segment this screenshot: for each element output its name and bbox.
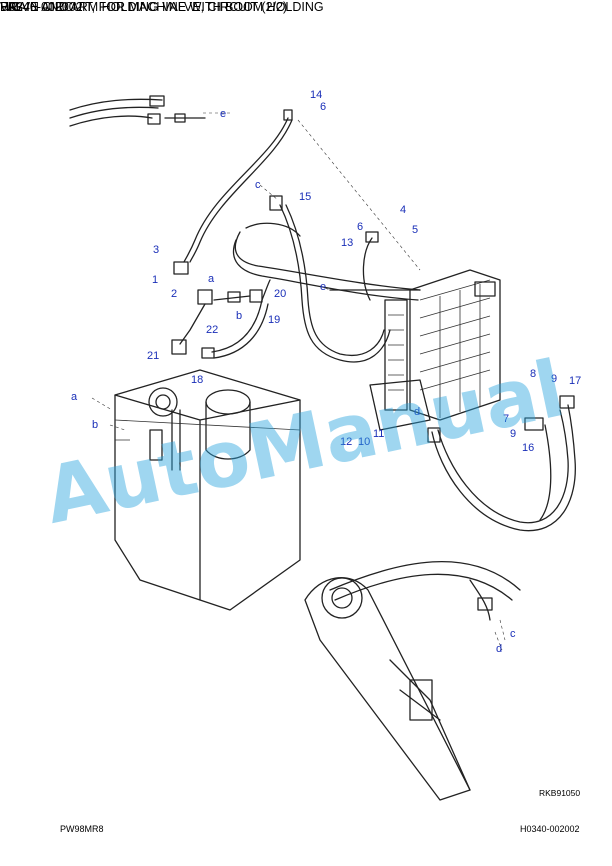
callout-10: 10: [358, 436, 370, 448]
watermark: AutoManual: [37, 344, 572, 542]
callout-6-valve: 6: [357, 221, 363, 233]
callout-6-upper: 6: [320, 101, 326, 113]
footer-figure-code: H0340-002002: [520, 824, 580, 834]
connection-letters: a a b b c c d d e e: [71, 108, 516, 655]
title-line-1: DRAIN CIRCUIT, FOR MACHINE WITH BOOM HOL…: [0, 0, 324, 14]
fig-label: FIG: [0, 0, 21, 14]
coiled-hose: [211, 195, 421, 363]
connection-d-boom: d: [496, 643, 502, 655]
callout-8: 8: [530, 368, 536, 380]
callout-5: 5: [412, 224, 418, 236]
callout-9-lower: 9: [510, 428, 516, 440]
connection-c-hose: c: [255, 179, 261, 191]
control-valve-block: [369, 269, 501, 431]
callout-15: 15: [299, 191, 311, 203]
callout-4: 4: [400, 204, 406, 216]
right-return-hose: [427, 395, 576, 532]
callout-13: 13: [341, 237, 353, 249]
callout-1: 1: [152, 274, 158, 286]
callout-16: 16: [522, 442, 534, 454]
callout-11: 11: [373, 428, 384, 440]
callout-17: 17: [569, 375, 581, 387]
callout-14: 14: [310, 89, 322, 101]
callout-7: 7: [503, 413, 509, 425]
connection-c-boom: c: [510, 628, 516, 640]
callout-9-upper: 9: [551, 373, 557, 385]
connection-e-valve: e: [320, 281, 326, 293]
connection-b-fitting: b: [236, 310, 242, 322]
callout-numbers: 1 2 3 4 5 6 6 7 8 9 9 10 11 12 13 14 15 …: [147, 89, 581, 454]
callout-18: 18: [191, 374, 203, 386]
fitting-6-upper: [365, 231, 379, 243]
drain-hose-left: [183, 109, 293, 263]
callout-3: 3: [153, 244, 159, 256]
figure-code: H0340-002002: [0, 0, 83, 14]
connection-d-valve: d: [414, 406, 420, 418]
drawing-reference-code: RKB91050: [539, 788, 581, 798]
callout-2: 2: [171, 288, 177, 300]
callout-21: 21: [147, 350, 159, 362]
footer-model: PW98MR8: [60, 824, 104, 834]
hose-13: [362, 237, 373, 301]
connection-a-tank: a: [71, 391, 78, 403]
callout-19: 19: [268, 314, 280, 326]
connection-e-top: e: [220, 108, 226, 120]
callout-20: 20: [274, 288, 286, 300]
connection-b-tank: b: [92, 419, 98, 431]
left-fittings: [171, 261, 263, 359]
leader-lines: [91, 112, 506, 651]
hydraulic-tank: [114, 369, 301, 611]
connection-a-fitting: a: [208, 273, 215, 285]
callout-12: 12: [340, 436, 352, 448]
title-line-2: VALVE AND ARM HOLDING VALVE, CIRCUIT (2/…: [0, 0, 288, 14]
boom-section: [304, 560, 521, 801]
callout-22: 22: [206, 324, 218, 336]
upper-hose-bundle: [69, 95, 206, 127]
